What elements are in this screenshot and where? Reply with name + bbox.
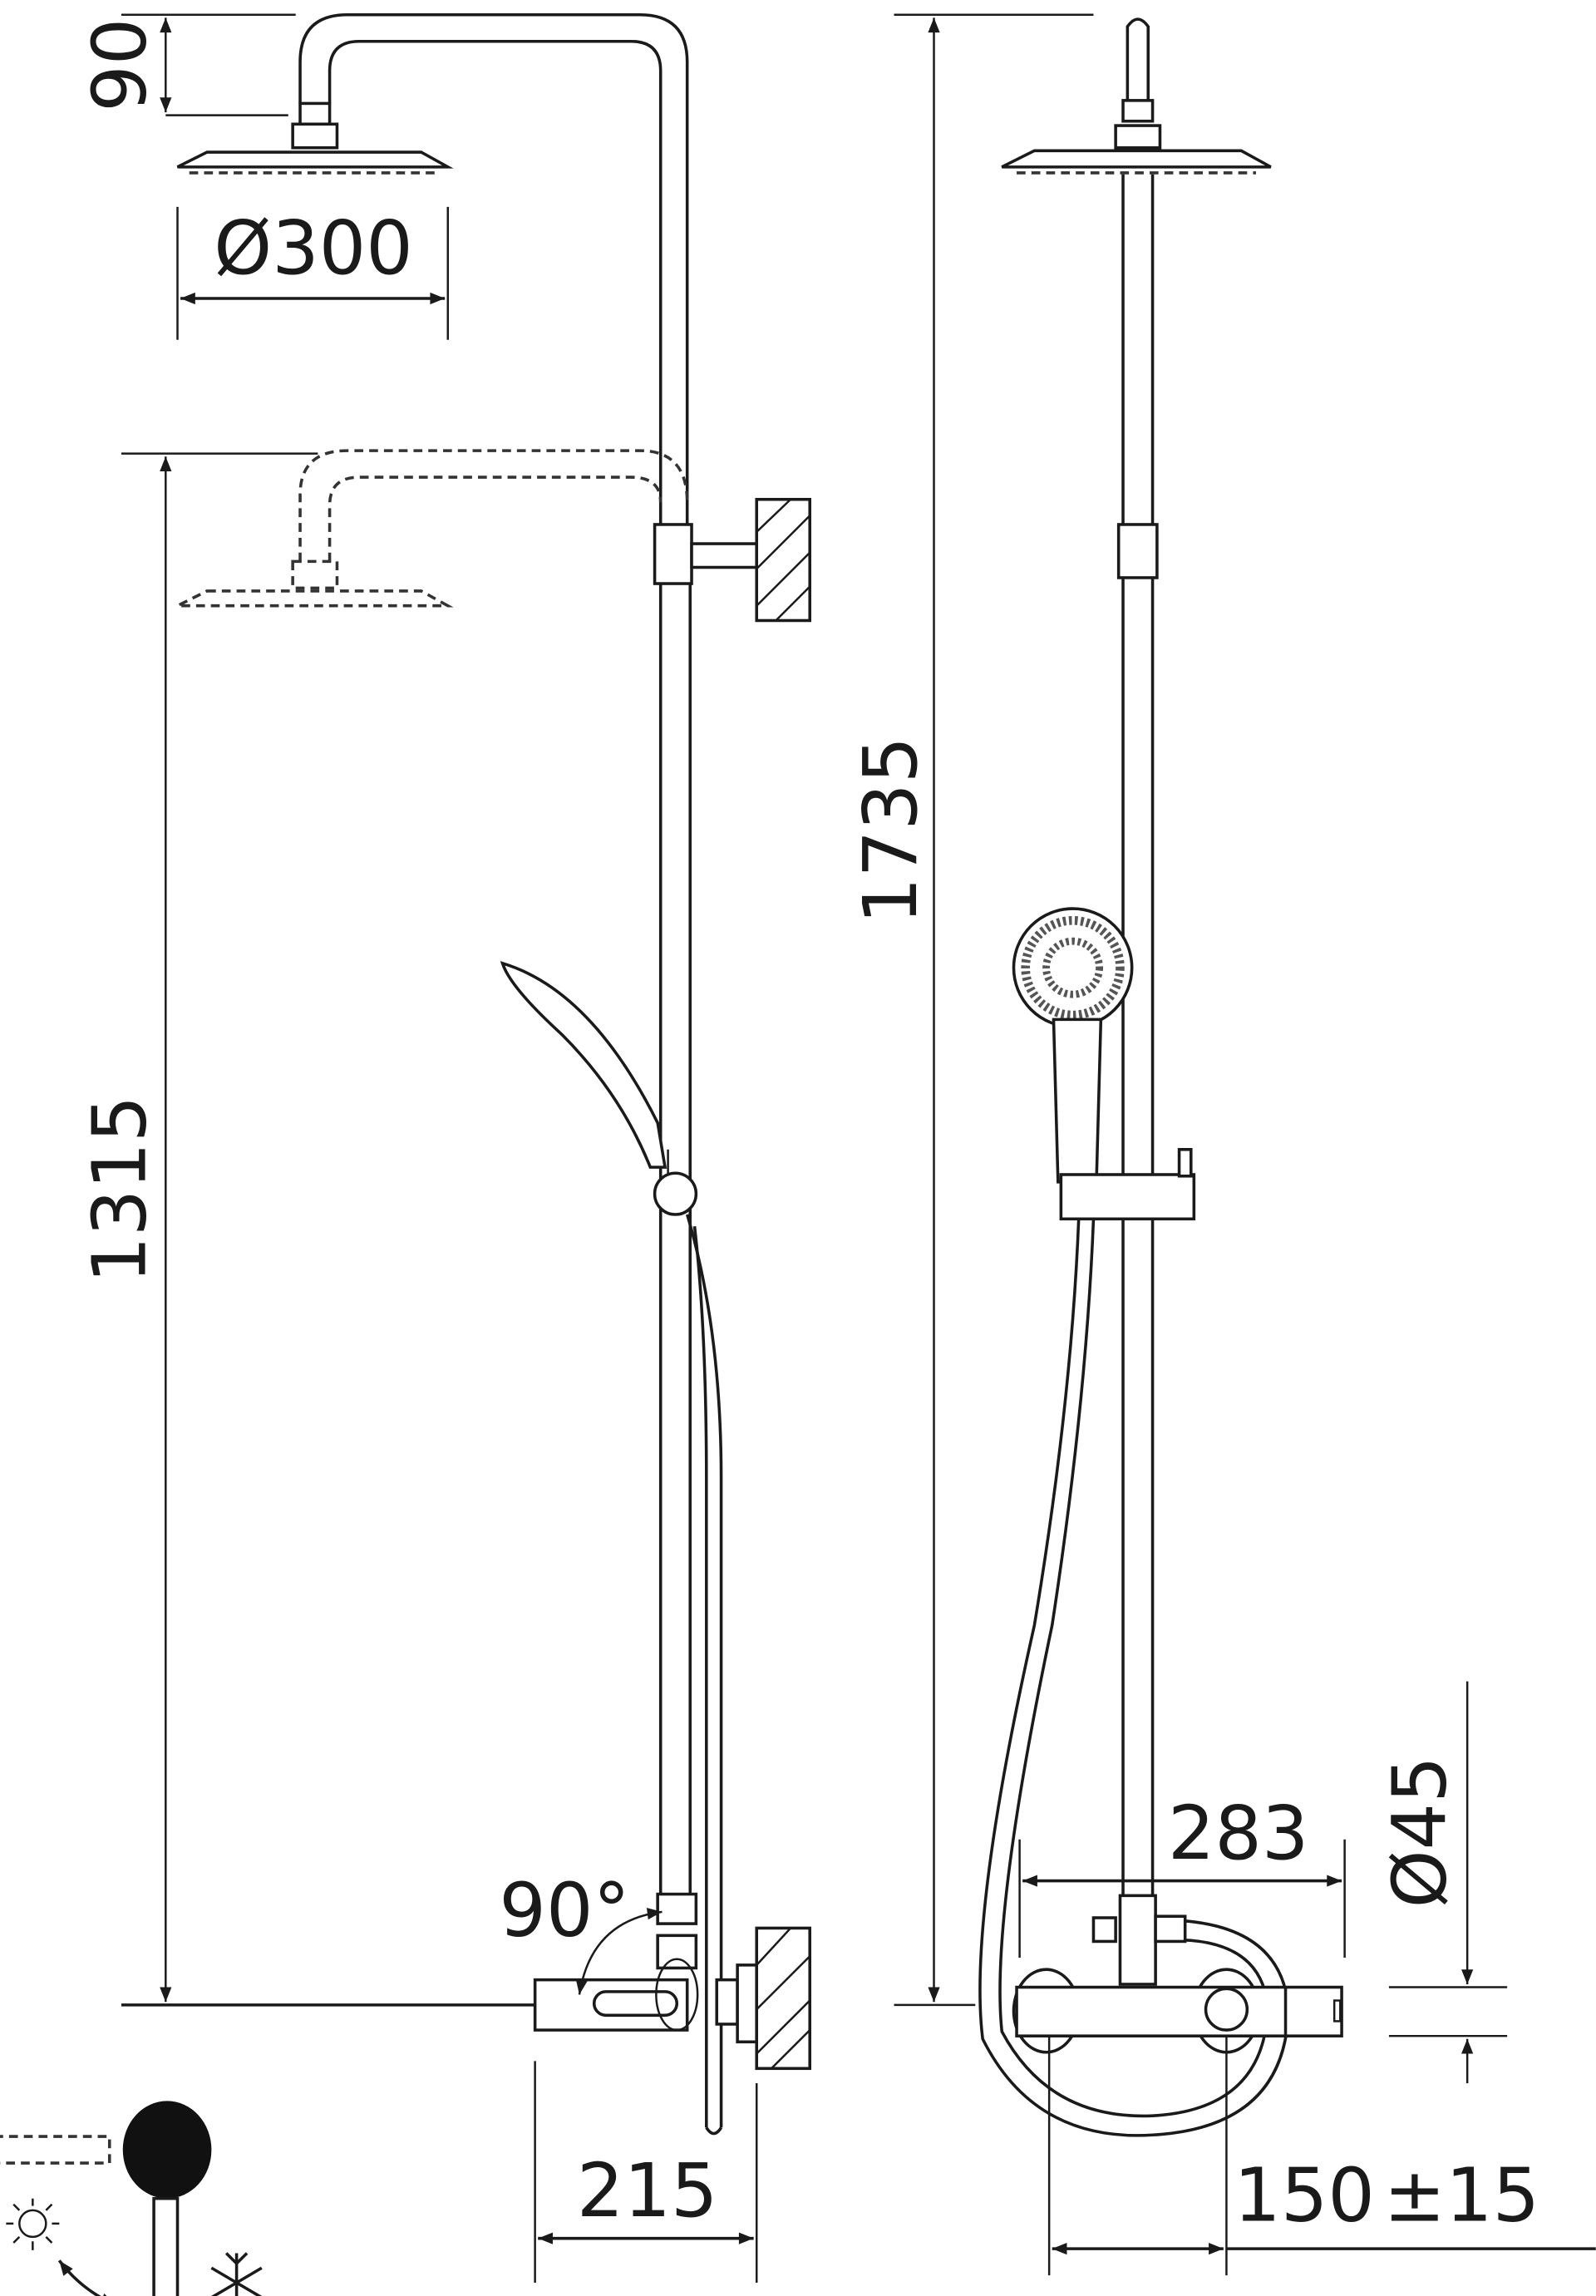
dimension-head-height: 90: [76, 13, 296, 116]
dim-1735: 1735: [848, 737, 933, 924]
lowered-head-position: [176, 449, 689, 608]
dimension-inlet-spacing: 150±15: [1047, 2036, 1596, 2276]
dim-90: 90: [76, 18, 162, 112]
dim-45: Ø45: [1377, 1756, 1462, 1908]
hand-shower-side: [500, 961, 698, 1216]
rain-shower-head: [176, 101, 454, 175]
dim-150: 150: [1234, 2152, 1375, 2238]
dimension-mixer-width: 283: [1018, 1791, 1346, 1958]
dim-283: 283: [1168, 1791, 1309, 1876]
overhead-arm: [298, 12, 689, 525]
dimension-total-height: 1735: [848, 13, 1094, 2007]
svg-text:150±15: 150±15: [1234, 2152, 1539, 2238]
mixer-front: [1012, 1894, 1343, 2054]
dim-tolerance: ±15: [1384, 2152, 1540, 2238]
right-view: 1735: [848, 13, 1596, 2276]
dimension-slider-height: 1315: [76, 452, 547, 2007]
dim-215: 215: [577, 2148, 718, 2234]
dimension-mixer-diameter: Ø45: [1377, 1681, 1508, 2084]
hand-shower-front: [1012, 907, 1196, 1221]
left-view: 90 Ø300 1315: [76, 12, 811, 2284]
wall-bracket-upper: [653, 497, 811, 623]
dim-300: Ø300: [214, 205, 413, 291]
dimension-head-diameter: Ø300: [176, 205, 450, 340]
cold-snowflake-icon: [210, 2252, 263, 2296]
lever-mixer-icon: [0, 2101, 212, 2296]
mixer-side: 90°: [499, 1867, 811, 2071]
hot-sun-icon: [6, 2198, 60, 2250]
dim-1315: 1315: [76, 1096, 162, 1283]
dimension-projection: 215: [534, 2061, 758, 2284]
dim-90-degree: 90°: [499, 1867, 630, 1953]
rotate-arrow-icon: [57, 2259, 116, 2296]
